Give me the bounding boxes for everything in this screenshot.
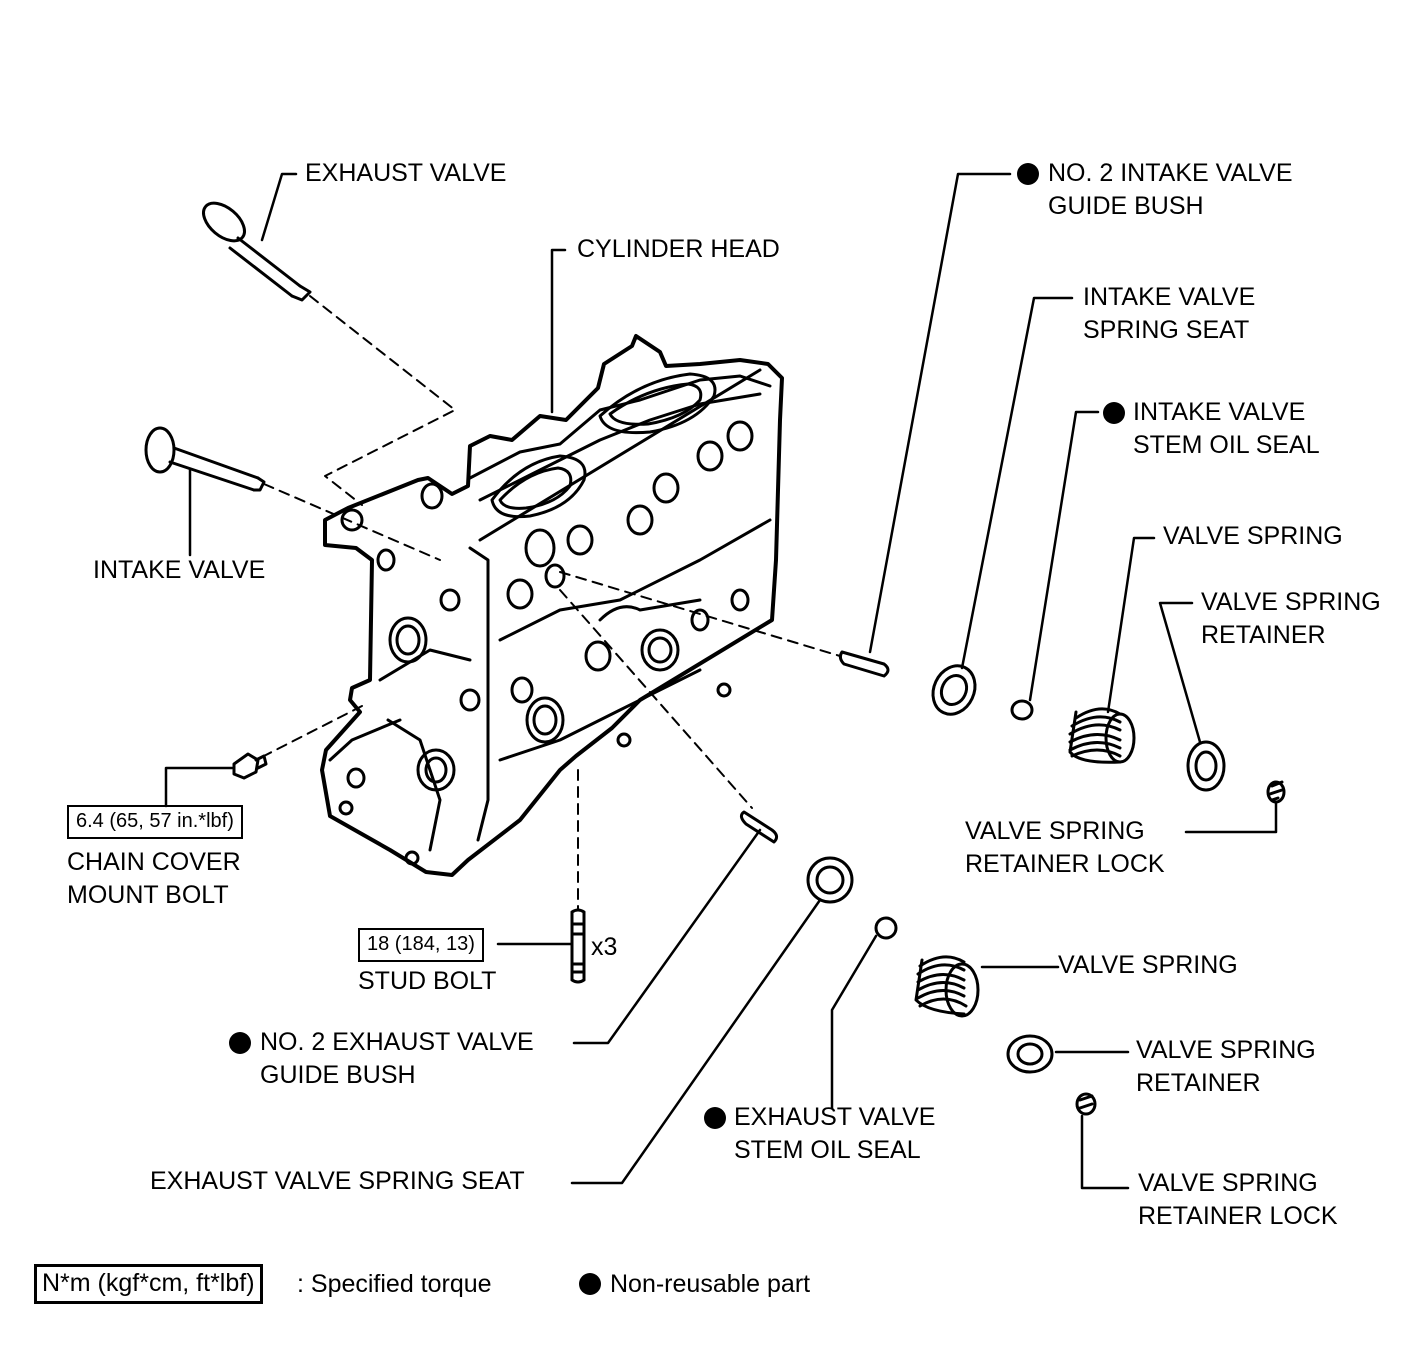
- valve-spring-upper-drawing: [1068, 707, 1136, 764]
- label-valve-spring-lower: VALVE SPRING: [1058, 951, 1238, 979]
- label-intake-stem-oil-seal-line2: STEM OIL SEAL: [1133, 431, 1320, 459]
- label-retainer-upper-line2: RETAINER: [1201, 621, 1326, 649]
- label-retainer-lower-line1: VALVE SPRING: [1136, 1036, 1316, 1064]
- label-cylinder-head: CYLINDER HEAD: [577, 235, 780, 263]
- exploded-path-lines: [255, 295, 841, 911]
- label-chain-cover-bolt-line2: MOUNT BOLT: [67, 881, 229, 909]
- torque-box-stud-bolt: 18 (184, 13): [358, 928, 484, 962]
- exhaust-spring-seat-drawing: [806, 856, 854, 904]
- legend-torque-text: : Specified torque: [297, 1270, 492, 1298]
- label-retainer-lock-lower-line1: VALVE SPRING: [1138, 1169, 1318, 1197]
- label-retainer-lock-lower-line2: RETAINER LOCK: [1138, 1202, 1338, 1230]
- label-no2-intake-valve-guide-bush-line2: GUIDE BUSH: [1048, 192, 1204, 220]
- label-intake-valve: INTAKE VALVE: [93, 556, 266, 584]
- label-retainer-lock-upper-line1: VALVE SPRING: [965, 817, 1145, 845]
- legend-nonreusable-dot: [579, 1273, 601, 1295]
- nonreusable-marker: [229, 1032, 251, 1054]
- label-valve-spring-upper: VALVE SPRING: [1163, 522, 1343, 550]
- intake-valve-drawing: [144, 426, 266, 492]
- legend-nonreusable-text: Non-reusable part: [610, 1270, 811, 1298]
- label-stud-bolt-quantity: x3: [591, 933, 618, 961]
- label-stud-bolt: STUD BOLT: [358, 967, 497, 995]
- nonreusable-marker: [1017, 163, 1039, 185]
- stud-bolt-drawing: [570, 908, 586, 984]
- legend-torque-box: N*m (kgf*cm, ft*lbf): [34, 1264, 263, 1304]
- label-chain-cover-bolt-line1: CHAIN COVER: [67, 848, 241, 876]
- torque-box-chain-cover-bolt: 6.4 (65, 57 in.*lbf): [67, 805, 243, 839]
- label-intake-spring-seat-line2: SPRING SEAT: [1083, 316, 1250, 344]
- no2-intake-guide-bush-drawing: [838, 650, 890, 678]
- nonreusable-marker: [1103, 402, 1125, 424]
- label-exhaust-valve: EXHAUST VALVE: [305, 159, 507, 187]
- label-retainer-lower-line2: RETAINER: [1136, 1069, 1261, 1097]
- retainer-lower-drawing: [1006, 1034, 1054, 1074]
- label-exhaust-stem-oil-seal-line1: EXHAUST VALVE: [734, 1103, 936, 1131]
- label-no2-exhaust-guide-bush-line1: NO. 2 EXHAUST VALVE: [260, 1028, 534, 1056]
- cylinder-head-drawing: [320, 334, 784, 877]
- retainer-upper-drawing: [1186, 740, 1226, 792]
- label-exhaust-stem-oil-seal-line2: STEM OIL SEAL: [734, 1136, 921, 1164]
- retainer-lock-upper-drawing: [1266, 780, 1286, 804]
- label-intake-stem-oil-seal-line1: INTAKE VALVE: [1133, 398, 1306, 426]
- nonreusable-marker: [704, 1107, 726, 1129]
- exhaust-valve-drawing: [202, 201, 312, 302]
- leader-lines: [164, 172, 1278, 1190]
- label-retainer-upper-line1: VALVE SPRING: [1201, 588, 1381, 616]
- exhaust-stem-oil-seal-drawing: [874, 916, 898, 940]
- label-retainer-lock-upper-line2: RETAINER LOCK: [965, 850, 1165, 878]
- chain-cover-bolt-drawing: [232, 752, 268, 780]
- retainer-lock-lower-drawing: [1075, 1092, 1097, 1116]
- label-intake-spring-seat-line1: INTAKE VALVE: [1083, 283, 1256, 311]
- label-no2-intake-valve-guide-bush-line1: NO. 2 INTAKE VALVE: [1048, 159, 1293, 187]
- no2-exhaust-guide-bush-drawing: [739, 810, 779, 844]
- intake-spring-seat-drawing: [931, 664, 977, 716]
- label-no2-exhaust-guide-bush-line2: GUIDE BUSH: [260, 1061, 416, 1089]
- intake-stem-oil-seal-drawing: [1010, 699, 1034, 721]
- label-exhaust-spring-seat: EXHAUST VALVE SPRING SEAT: [150, 1167, 525, 1195]
- valve-spring-lower-drawing: [914, 955, 980, 1018]
